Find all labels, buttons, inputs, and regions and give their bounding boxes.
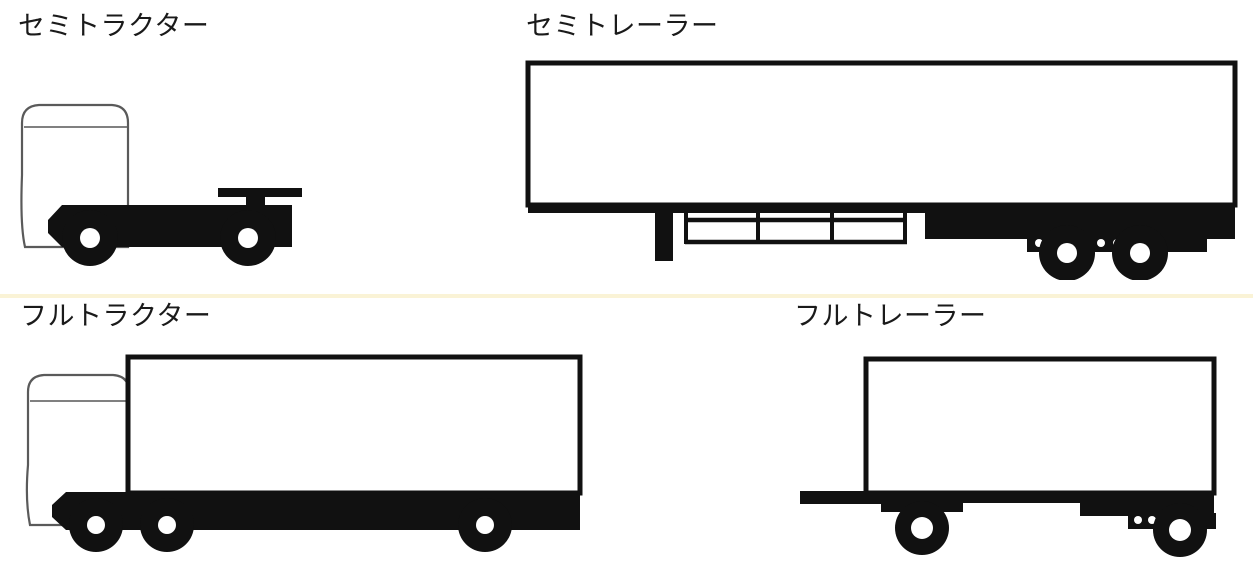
label-semi-tractor: セミトラクター	[18, 11, 210, 42]
rear-wheel-hub	[1169, 519, 1191, 541]
fifth-wheel-plate	[218, 188, 302, 197]
rear-wheel-hub	[238, 228, 258, 248]
illustration-semi-trailer	[515, 50, 1253, 280]
label-full-tractor: フルトラクター	[20, 301, 212, 332]
bogie-detail-dots	[1134, 516, 1156, 524]
front-wheel-first-hub	[87, 516, 105, 534]
illustration-full-tractor	[0, 345, 610, 575]
front-wheel-hub	[911, 517, 933, 539]
bogie-wheel-rear-hub	[1130, 243, 1150, 263]
illustration-semi-tractor	[0, 75, 320, 275]
label-full-trailer: フルトレーラー	[794, 301, 987, 332]
front-wheel-hub	[80, 228, 100, 248]
landing-gear	[655, 208, 673, 261]
chassis-rail	[528, 205, 933, 213]
box-body	[125, 354, 583, 496]
front-wheel-second-hub	[158, 516, 176, 534]
side-guard-rails	[684, 206, 907, 245]
box-body	[863, 356, 1217, 496]
rear-wheel-hub	[476, 516, 494, 534]
row-divider	[0, 294, 1253, 298]
bogie-wheel-front-hub	[1057, 243, 1077, 263]
center-sill	[881, 492, 1214, 503]
box-body	[525, 60, 1238, 208]
label-semi-trailer: セミトレーラー	[526, 11, 719, 42]
illustration-full-trailer	[780, 350, 1220, 580]
